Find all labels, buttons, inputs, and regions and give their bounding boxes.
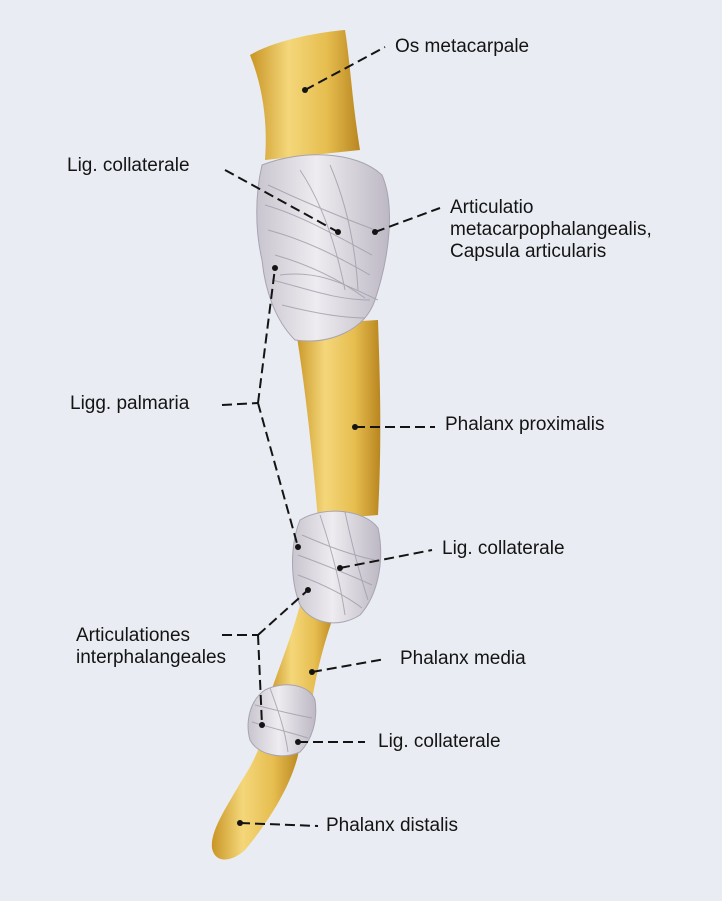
phalanx-distalis-bone [211, 745, 300, 860]
label-articulationes-ip-line2: interphalangeales [76, 647, 227, 668]
label-ligg-palmaria: Ligg. palmaria [70, 393, 190, 414]
phalanx-media-bone [268, 605, 335, 700]
label-lig-collaterale-top: Lig. collaterale [67, 155, 190, 176]
leader-lines [221, 46, 441, 827]
label-lig-collaterale-middle: Lig. collaterale [442, 538, 565, 559]
pointer-dots [237, 87, 378, 826]
label-phalanx-proximalis: Phalanx proximalis [445, 414, 605, 435]
pip-ligament-fibers [297, 511, 376, 616]
mcp-ligament-fibers [264, 164, 379, 319]
dip-joint-capsule [247, 684, 317, 757]
label-articulationes-ip-line1: Articulationes [76, 625, 191, 646]
phalanx-proximalis-bone [295, 320, 381, 520]
label-articulatio-mcp-line2: metacarpophalangealis, [450, 219, 652, 240]
os-metacarpale-bone [250, 30, 360, 160]
label-lig-collaterale-bottom: Lig. collaterale [378, 731, 501, 752]
mcp-joint-capsule [256, 154, 390, 342]
pip-joint-capsule [292, 510, 382, 624]
label-os-metacarpale: Os metacarpale [395, 36, 530, 57]
dip-ligament-fibers [251, 687, 313, 753]
label-phalanx-media: Phalanx media [400, 648, 526, 669]
label-phalanx-distalis: Phalanx distalis [326, 815, 459, 836]
label-articulatio-mcp: Articulatio metacarpophalangealis, Capsu… [450, 197, 652, 263]
label-articulatio-mcp-line3: Capsula articularis [450, 241, 607, 262]
label-articulationes-ip: Articulationes interphalangeales [76, 625, 226, 669]
label-articulatio-mcp-line1: Articulatio [450, 197, 534, 218]
